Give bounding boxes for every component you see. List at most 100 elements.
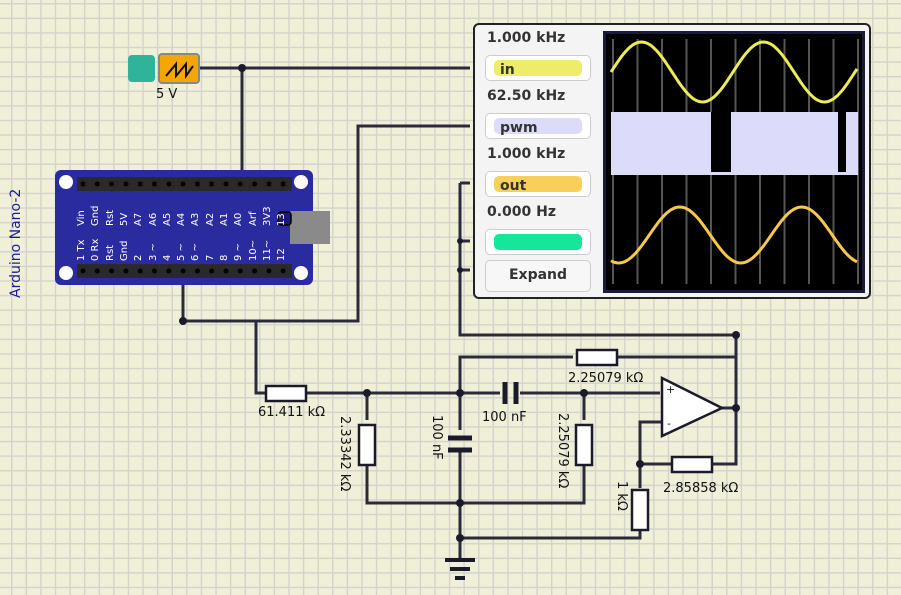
wire-minus: [638, 420, 662, 488]
pin[interactable]: [152, 181, 157, 187]
pin-label: 5 ~: [176, 243, 188, 261]
pin-label: A6: [147, 212, 159, 226]
pin-label: A2: [204, 212, 216, 226]
pin[interactable]: [266, 268, 272, 274]
pin-label: 1 Tx: [76, 239, 87, 261]
pin[interactable]: [80, 181, 86, 187]
pin-label: Rst: [104, 244, 116, 261]
pin-label: 12: [276, 248, 288, 261]
ch1-frequency: 1.000 kHz: [487, 30, 566, 46]
pin[interactable]: [180, 268, 186, 274]
pin[interactable]: [123, 181, 129, 187]
resistor-shunt[interactable]: [357, 423, 377, 467]
opamp-plus: +: [666, 383, 676, 396]
arduino-pins: [80, 181, 286, 274]
resistor-plus[interactable]: [574, 423, 594, 467]
pin[interactable]: [123, 268, 129, 274]
arduino-nano[interactable]: [55, 170, 330, 285]
source-ground-terminal[interactable]: [128, 55, 155, 82]
pin[interactable]: [252, 268, 258, 274]
ch4-button[interactable]: [485, 229, 591, 255]
capacitor-series[interactable]: [502, 382, 519, 404]
r-input-label: 61.411 kΩ: [258, 405, 326, 420]
trace-out: [610, 205, 858, 265]
ch3-name: out: [500, 178, 527, 194]
opamp[interactable]: [660, 375, 725, 438]
pin-label: A7: [133, 212, 145, 226]
pin-label: 9 ~: [233, 243, 245, 261]
oscilloscope[interactable]: 1.000 kHz in 62.50 kHz pwm 1.000 kHz out…: [473, 23, 871, 299]
pin[interactable]: [223, 268, 229, 274]
pin[interactable]: [137, 268, 143, 274]
pin[interactable]: [223, 181, 229, 187]
pin[interactable]: [194, 268, 200, 274]
ch3-frequency: 1.000 kHz: [487, 146, 566, 162]
pin-label: Gnd: [118, 240, 130, 261]
r-shunt-label: 2.33342 kΩ: [337, 416, 352, 492]
junctions: [179, 64, 740, 542]
arduino-title: Arduino Nano-2: [8, 188, 24, 298]
ch2-name: pwm: [500, 120, 538, 136]
pin[interactable]: [237, 268, 243, 274]
c-series-label: 100 nF: [482, 410, 527, 425]
resistor-input[interactable]: [264, 384, 308, 403]
sawtooth-source[interactable]: [158, 53, 200, 84]
pin[interactable]: [280, 181, 286, 187]
pin-label: Arf: [247, 211, 259, 226]
ch1-name: in: [500, 62, 515, 78]
wire-out: [458, 181, 738, 408]
r-gain-label: 2.85858 kΩ: [663, 481, 739, 496]
pin[interactable]: [137, 181, 143, 187]
pin[interactable]: [166, 268, 172, 274]
wire-pwm: [181, 124, 470, 323]
pin[interactable]: [209, 268, 215, 274]
pin-label: 3 ~: [147, 243, 159, 261]
pwm-gap: [838, 112, 846, 172]
pin[interactable]: [280, 268, 286, 274]
source-voltage-label: 5 V: [156, 87, 178, 102]
wire-d5-to-r: [254, 321, 266, 395]
ground-icon: [445, 558, 475, 580]
ch1-button[interactable]: in: [485, 55, 591, 81]
pin-label: Vin: [76, 210, 87, 226]
pin[interactable]: [266, 181, 272, 187]
pin[interactable]: [194, 181, 200, 187]
pin-label: 8: [219, 254, 230, 261]
c-shunt-label: 100 nF: [429, 415, 444, 460]
pin[interactable]: [94, 268, 100, 274]
pin[interactable]: [237, 181, 243, 187]
pin[interactable]: [152, 268, 157, 274]
scope-traces: [609, 39, 859, 284]
pin[interactable]: [166, 181, 172, 187]
pin[interactable]: [109, 268, 115, 274]
ch2-frequency: 62.50 kHz: [487, 88, 566, 104]
ch3-button[interactable]: out: [485, 171, 591, 197]
ch4-frequency: 0.000 Hz: [487, 204, 557, 220]
pin-label: 13: [276, 213, 288, 226]
opamp-minus: -: [667, 417, 671, 430]
r-feedback-label: 2.25079 kΩ: [568, 371, 644, 386]
pin-label: 10~: [247, 239, 259, 261]
pin[interactable]: [180, 181, 186, 187]
resistor-ground[interactable]: [630, 488, 650, 532]
pwm-gap: [711, 112, 731, 172]
resistor-gain[interactable]: [670, 455, 714, 474]
ch2-button[interactable]: pwm: [485, 113, 591, 139]
pin-label: A0: [233, 212, 245, 226]
wire-gnd: [458, 393, 642, 540]
pin[interactable]: [94, 181, 100, 187]
trace-pwm: [611, 112, 858, 175]
pin-label: 7: [204, 254, 216, 261]
pin-label: 3V3: [261, 206, 273, 226]
pin[interactable]: [80, 268, 86, 274]
expand-button[interactable]: Expand: [485, 260, 591, 292]
pin-label: 5V: [118, 212, 130, 226]
capacitor-shunt[interactable]: [448, 435, 472, 453]
pin[interactable]: [109, 181, 115, 187]
pin-label: 0 Rx: [90, 238, 102, 261]
resistor-feedback[interactable]: [575, 348, 619, 367]
pin-label: 2: [133, 254, 145, 261]
pin[interactable]: [209, 181, 215, 187]
pin[interactable]: [252, 181, 258, 187]
